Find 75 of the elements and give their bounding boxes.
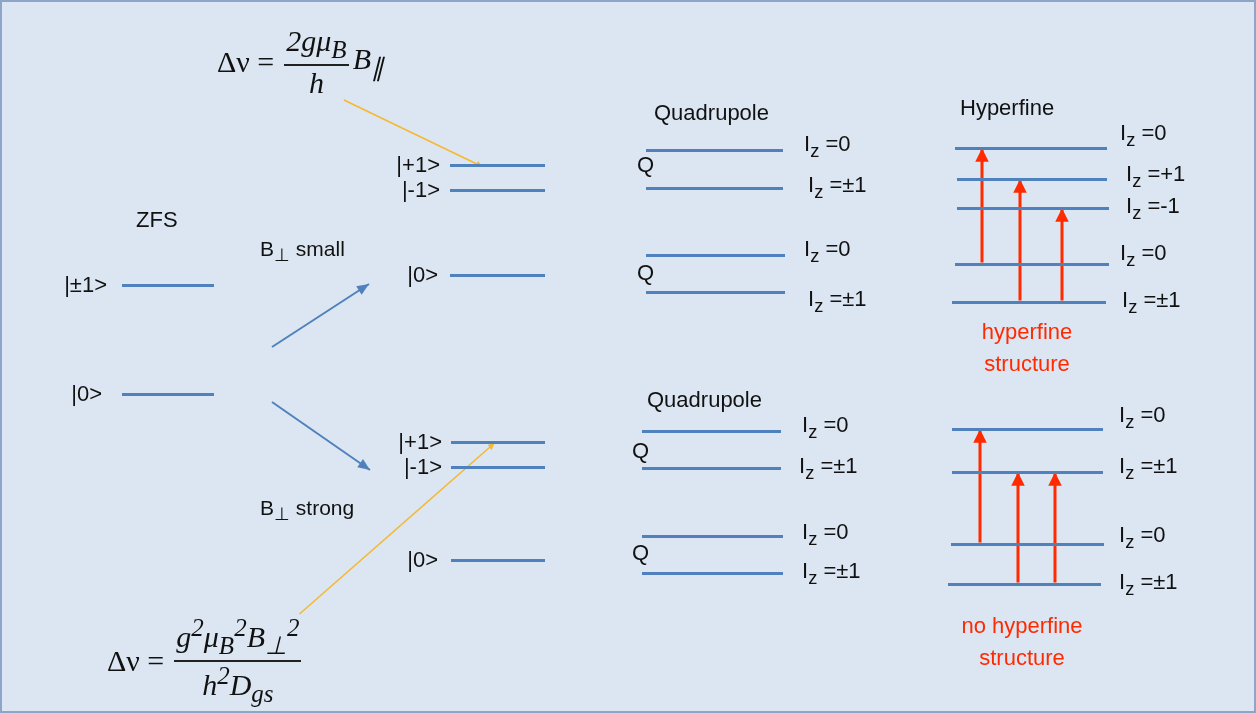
arrow: [1011, 472, 1025, 583]
energy-level-line: [450, 163, 545, 167]
state-label: I$_{z}$ =±1: [1119, 569, 1178, 599]
arrow: [973, 429, 987, 543]
state-label: I$_{z}$ =±1: [808, 286, 867, 316]
field-label: B$_{⊥}$ small: [260, 237, 345, 266]
splitting-label: Q: [637, 260, 655, 286]
annotation: hyperfine structure: [980, 318, 1074, 378]
state-label: |0>: [407, 262, 438, 288]
state-label: I$_{z}$ =±1: [1119, 453, 1178, 483]
state-label: |+1>: [396, 152, 440, 178]
energy-level-line: [957, 206, 1109, 210]
energy-level-line: [646, 290, 785, 294]
state-label: I$_{z}$ =0: [1120, 240, 1167, 270]
energy-level-line: [646, 148, 783, 152]
state-label: I$_{z}$ =±1: [1122, 287, 1181, 317]
state-label: I$_{z}$ =+1: [1126, 161, 1186, 191]
arrow: [1013, 179, 1027, 301]
state-label: |-1>: [403, 454, 442, 480]
energy-level-line: [642, 466, 781, 470]
state-label: I$_{z}$ =0: [804, 131, 851, 161]
annotation: no hyperfine structure: [960, 612, 1084, 672]
state-label: I$_{z}$ =±1: [802, 558, 861, 588]
state-label: I$_{z}$ =0: [1119, 402, 1166, 432]
state-label: |0>: [71, 381, 102, 407]
section-heading: Quadrupole: [647, 387, 762, 413]
energy-level-line: [122, 392, 214, 396]
energy-level-line: [951, 542, 1104, 546]
equation-lhs: Δν =: [217, 45, 275, 79]
state-label: I$_{z}$ =±1: [799, 453, 858, 483]
energy-level-line: [948, 582, 1101, 586]
energy-level-line: [642, 534, 783, 538]
arrow: [1055, 208, 1069, 301]
state-label: I$_{z}$ =0: [802, 412, 849, 442]
state-label: I$_{z}$ =±1: [808, 172, 867, 202]
energy-level-line: [952, 427, 1103, 431]
state-label: |-1>: [401, 177, 440, 203]
energy-level-line: [955, 262, 1109, 266]
energy-level-line: [646, 253, 785, 257]
energy-level-line: [952, 300, 1106, 304]
energy-level-line: [957, 177, 1107, 181]
equation-term: B$_{∥}$: [352, 42, 384, 82]
fraction-numerator: 2gμ$_{B}$: [284, 24, 349, 66]
energy-level-line: [642, 429, 781, 433]
energy-level-line: [451, 558, 545, 562]
state-label: |+1>: [398, 429, 442, 455]
state-label: I$_{z}$ =0: [1120, 120, 1167, 150]
energy-level-line: [952, 470, 1103, 474]
arrow: [298, 442, 495, 615]
fraction-denominator: h$^{2}$D$_{gs}$: [202, 662, 274, 708]
section-heading: Quadrupole: [654, 100, 769, 126]
splitting-label: Q: [637, 152, 655, 178]
state-label: I$_{z}$ =0: [802, 519, 849, 549]
energy-level-line: [955, 146, 1107, 150]
energy-level-line: [642, 571, 783, 575]
section-heading: ZFS: [136, 207, 178, 233]
state-label: |0>: [407, 547, 438, 573]
state-label: I$_{z}$ =0: [804, 236, 851, 266]
energy-level-line: [451, 465, 545, 469]
fraction-denominator: h: [308, 66, 324, 100]
arrow: [1048, 472, 1062, 583]
field-label: B$_{⊥}$ strong: [260, 496, 355, 525]
splitting-label: Q: [632, 438, 650, 464]
energy-level-line: [646, 186, 783, 190]
energy-level-line: [450, 273, 545, 277]
arrow: [975, 148, 989, 263]
equation-lhs: Δν =: [107, 644, 165, 678]
energy-level-line: [451, 440, 545, 444]
state-label: I$_{z}$ =-1: [1126, 193, 1180, 223]
state-label: |±1>: [64, 272, 107, 298]
state-label: I$_{z}$ =0: [1119, 522, 1166, 552]
energy-level-line: [450, 188, 545, 192]
splitting-label: Q: [632, 540, 650, 566]
section-heading: Hyperfine: [960, 95, 1055, 121]
energy-level-line: [122, 283, 214, 287]
